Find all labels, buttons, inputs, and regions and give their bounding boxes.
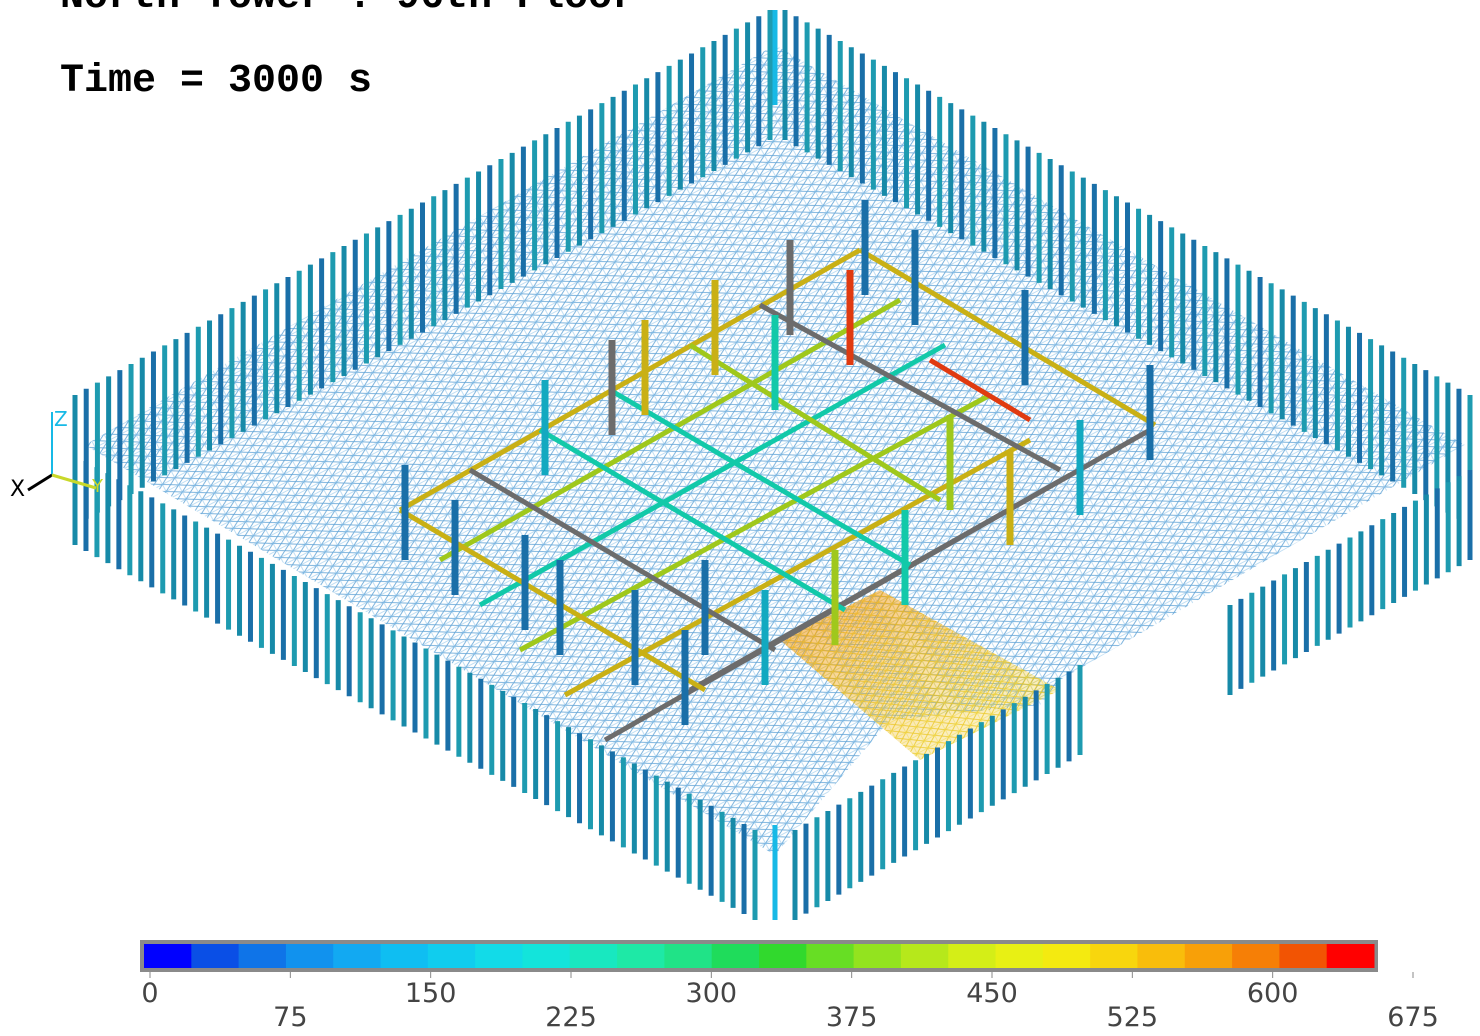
core-beam [758, 302, 1062, 473]
colorbar-swatch [617, 944, 665, 968]
core-beam [398, 247, 862, 513]
perimeter-columns [72, 10, 1473, 920]
colorbar-swatch [1232, 944, 1280, 968]
colorbar-swatch [380, 944, 429, 968]
core-beam [858, 247, 1157, 428]
colorbar-tick-label: 600 [1246, 978, 1299, 1009]
core-beam [438, 297, 902, 563]
colorbar-swatch [759, 944, 807, 968]
core-beam [608, 387, 912, 568]
colorbar-swatch [1042, 944, 1091, 968]
axis-z-label: Z [54, 407, 68, 431]
core-beam [518, 392, 992, 653]
time-label: Time = 3000 s [60, 59, 373, 104]
colorbar-swatch [144, 944, 192, 968]
colorbar-swatch [285, 944, 334, 968]
colorbar-swatch [853, 944, 902, 968]
colorbar-swatch [1326, 944, 1375, 968]
core-beam [928, 357, 1032, 423]
colorbar-swatch [664, 944, 713, 968]
core-beams [398, 200, 1157, 743]
colorbar-swatch [900, 944, 949, 968]
colorbar-tick-label: 0 [141, 978, 159, 1009]
colorbar-swatch [1279, 944, 1328, 968]
colorbar-swatch [995, 944, 1044, 968]
core-beam [398, 507, 707, 693]
colorbar-swatch [475, 944, 523, 968]
core-beam [468, 467, 777, 653]
colorbar-swatch [191, 944, 240, 968]
colorbar-swatch [1184, 944, 1233, 968]
axis-x-label: X [10, 477, 25, 502]
colorbar-swatch [333, 944, 382, 968]
colorbar-tick-label: 300 [685, 978, 738, 1009]
temperature-colorbar: 0 75 150 225 300 375 450 525 600 675 [0, 930, 1480, 1036]
colorbar-swatch [1090, 944, 1138, 968]
floor-truss-mesh [85, 45, 1465, 855]
axis-y-label: Y [91, 476, 104, 497]
colorbar-tick-label: 75 [273, 1002, 308, 1033]
colorbar-tick-label: 225 [545, 1002, 597, 1033]
colorbar-swatch [522, 944, 571, 968]
colorbar-swatch [427, 944, 476, 968]
colorbar-swatch [806, 944, 855, 968]
colorbar-swatch [1137, 944, 1186, 968]
colorbar-strip [140, 940, 1414, 978]
colorbar-tick-label: 675 [1387, 1002, 1439, 1033]
core-beam [538, 427, 847, 613]
colorbar-swatch [238, 944, 287, 968]
colorbar-tick-label: 375 [825, 1002, 878, 1033]
figure-title: North Tower : 96th Floor [60, 0, 636, 18]
colorbar-swatch [948, 944, 997, 968]
colorbar-tick-label: 150 [404, 978, 457, 1009]
colorbar-tick-label: 525 [1106, 1002, 1159, 1033]
colorbar-swatch [569, 944, 618, 968]
colorbar-tick-label: 450 [966, 978, 1018, 1009]
core-beam [688, 342, 942, 503]
colorbar-swatch [711, 944, 760, 968]
axis-triad: Z X Y [10, 407, 104, 502]
